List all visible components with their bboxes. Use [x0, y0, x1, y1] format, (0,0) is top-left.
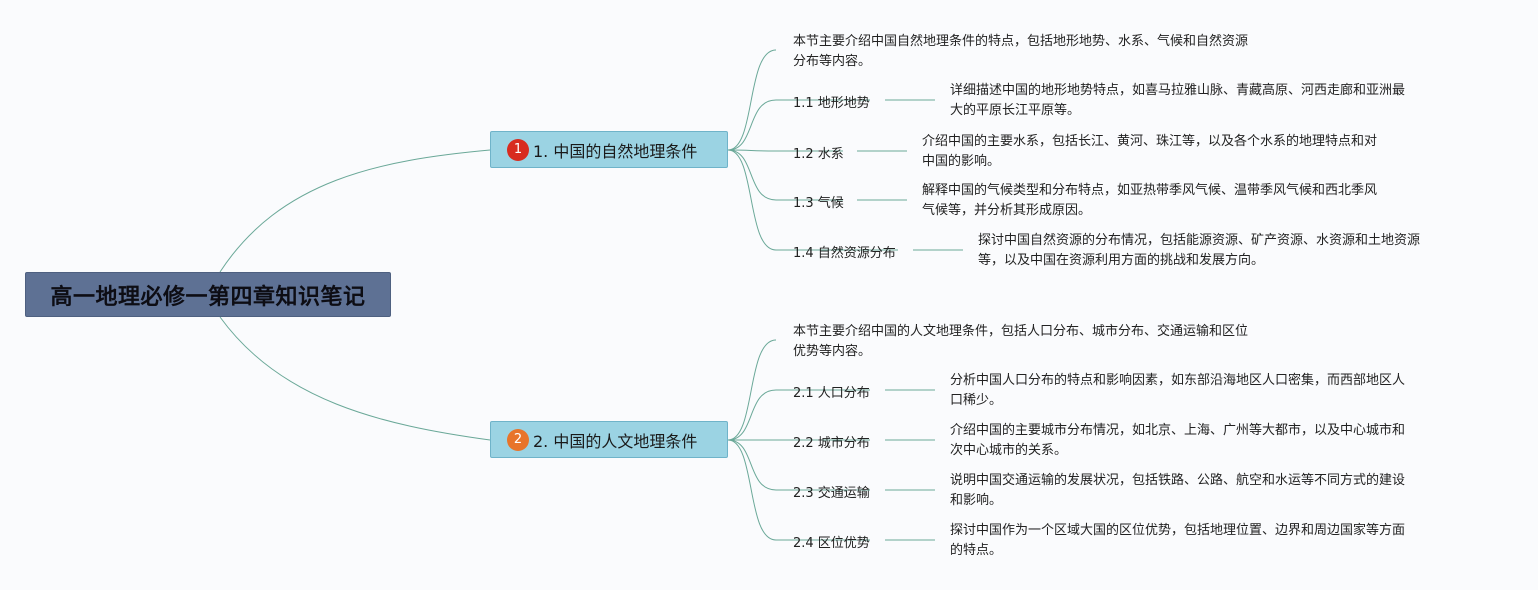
root-to-branch-2-line — [219, 316, 491, 441]
desc-line: 解释中国的气候类型和分布特点，如亚热带季风气候、温带季风气候和西北季风 — [922, 183, 1378, 198]
branch-1-curve-4 — [727, 149, 777, 251]
subtopic-2-3[interactable]: 2.3 交通运输 — [793, 486, 870, 501]
subtopic-1-4[interactable]: 1.4 自然资源分布 — [793, 246, 896, 261]
branch-1-curve-1 — [727, 99, 777, 151]
subtopic-1-3-desc[interactable]: 解释中国的气候类型和分布特点，如亚热带季风气候、温带季风气候和西北季风 气候等，… — [922, 181, 1377, 221]
subtopic-2-1-desc[interactable]: 分析中国人口分布的特点和影响因素，如东部沿海地区人口密集，而西部地区人 口稀少。 — [950, 371, 1405, 411]
branch-1-curve-0 — [727, 49, 777, 151]
branch-natural-geography[interactable]: 1 1. 中国的自然地理条件 — [490, 131, 728, 168]
desc-line: 气候等，并分析其形成原因。 — [922, 203, 1092, 218]
desc-line: 等，以及中国在资源利用方面的挑战和发展方向。 — [978, 253, 1265, 268]
desc-line: 介绍中国的主要水系，包括长江、黄河、珠江等，以及各个水系的地理特点和对 — [922, 134, 1378, 149]
subtopic-1-3[interactable]: 1.3 气候 — [793, 196, 844, 211]
intro-line: 分布等内容。 — [793, 54, 872, 69]
subtopic-1-1-desc[interactable]: 详细描述中国的地形地势特点，如喜马拉雅山脉、青藏高原、河西走廊和亚洲最 大的平原… — [950, 81, 1405, 121]
subtopic-2-4-desc[interactable]: 探讨中国作为一个区域大国的区位优势，包括地理位置、边界和周边国家等方面 的特点。 — [950, 521, 1405, 561]
desc-line: 说明中国交通运输的发展状况，包括铁路、公路、航空和水运等不同方式的建设 — [950, 473, 1406, 488]
desc-line: 分析中国人口分布的特点和影响因素，如东部沿海地区人口密集，而西部地区人 — [950, 373, 1406, 388]
desc-line: 介绍中国的主要城市分布情况，如北京、上海、广州等大都市，以及中心城市和 — [950, 423, 1406, 438]
branch-intro[interactable]: 本节主要介绍中国的人文地理条件，包括人口分布、城市分布、交通运输和区位 优势等内… — [793, 322, 1248, 362]
branch-2-curve-4 — [727, 439, 777, 541]
priority-2-icon: 2 — [507, 428, 529, 451]
branch-2-curve-1 — [727, 389, 777, 441]
intro-line: 优势等内容。 — [793, 344, 872, 359]
branch-title: 2. 中国的人文地理条件 — [533, 431, 698, 451]
subtopic-1-2[interactable]: 1.2 水系 — [793, 147, 844, 162]
branch-human-geography[interactable]: 2 2. 中国的人文地理条件 — [490, 421, 728, 458]
desc-line: 的特点。 — [950, 543, 1003, 558]
subtopic-1-2-desc[interactable]: 介绍中国的主要水系，包括长江、黄河、珠江等，以及各个水系的地理特点和对 中国的影… — [922, 132, 1377, 172]
subtopic-2-3-desc[interactable]: 说明中国交通运输的发展状况，包括铁路、公路、航空和水运等不同方式的建设 和影响。 — [950, 471, 1405, 511]
subtopic-1-1[interactable]: 1.1 地形地势 — [793, 96, 870, 111]
root-topic[interactable]: 高一地理必修一第四章知识笔记 — [25, 272, 391, 317]
intro-line: 本节主要介绍中国自然地理条件的特点，包括地形地势、水系、气候和自然资源 — [793, 34, 1249, 49]
subtopic-1-4-desc[interactable]: 探讨中国自然资源的分布情况，包括能源资源、矿产资源、水资源和土地资源 等，以及中… — [978, 231, 1420, 271]
root-to-branch-1-line — [219, 149, 491, 273]
branch-intro[interactable]: 本节主要介绍中国自然地理条件的特点，包括地形地势、水系、气候和自然资源 分布等内… — [793, 32, 1248, 72]
priority-1-icon: 1 — [507, 138, 529, 161]
branch-1-curve-2 — [727, 149, 777, 152]
desc-line: 大的平原长江平原等。 — [950, 103, 1081, 118]
branch-title: 1. 中国的自然地理条件 — [533, 141, 698, 161]
intro-line: 本节主要介绍中国的人文地理条件，包括人口分布、城市分布、交通运输和区位 — [793, 324, 1249, 339]
subtopic-2-2-desc[interactable]: 介绍中国的主要城市分布情况，如北京、上海、广州等大都市，以及中心城市和 次中心城… — [950, 421, 1405, 461]
desc-line: 和影响。 — [950, 493, 1003, 508]
subtopic-2-4[interactable]: 2.4 区位优势 — [793, 536, 870, 551]
desc-line: 中国的影响。 — [922, 154, 1001, 169]
branch-1-curve-3 — [727, 149, 777, 201]
desc-line: 次中心城市的关系。 — [950, 443, 1068, 458]
root-topic-title: 高一地理必修一第四章知识笔记 — [50, 284, 366, 310]
desc-line: 探讨中国作为一个区域大国的区位优势，包括地理位置、边界和周边国家等方面 — [950, 523, 1406, 538]
subtopic-2-2[interactable]: 2.2 城市分布 — [793, 436, 870, 451]
subtopic-2-1[interactable]: 2.1 人口分布 — [793, 386, 870, 401]
desc-line: 探讨中国自然资源的分布情况，包括能源资源、矿产资源、水资源和土地资源 — [978, 233, 1421, 248]
branch-2-curve-3 — [727, 439, 777, 491]
desc-line: 口稀少。 — [950, 393, 1003, 408]
branch-2-curve-0 — [727, 339, 777, 441]
desc-line: 详细描述中国的地形地势特点，如喜马拉雅山脉、青藏高原、河西走廊和亚洲最 — [950, 83, 1406, 98]
